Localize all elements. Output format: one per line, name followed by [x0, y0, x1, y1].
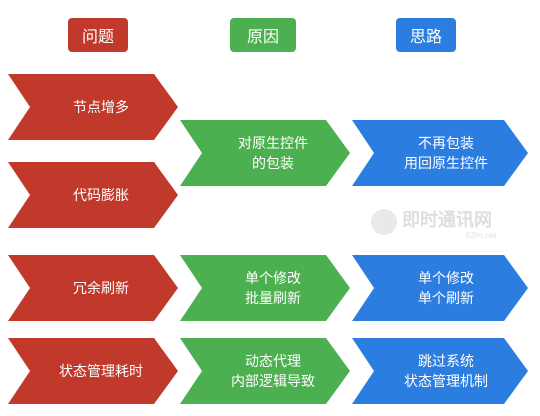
- problem-label: 冗余刷新: [73, 280, 129, 297]
- problem-arrow: [8, 74, 178, 140]
- header-problem: 问题: [68, 18, 128, 52]
- cause-label: 对原生控件的包装: [238, 136, 308, 172]
- problem-label: 节点增多: [73, 99, 129, 116]
- svg-text:即时通讯网: 即时通讯网: [402, 210, 492, 230]
- header-idea: 思路: [396, 18, 456, 52]
- cause-arrow: [180, 338, 350, 404]
- cause-arrow: [180, 255, 350, 321]
- idea-label: 跳过系统状态管理机制: [404, 354, 488, 390]
- idea-arrow: [352, 120, 528, 186]
- idea-label: 单个修改单个刷新: [418, 271, 474, 307]
- problem-label: 代码膨胀: [73, 187, 129, 204]
- svg-text:52im.net: 52im.net: [466, 231, 497, 240]
- problem-arrow: [8, 162, 178, 228]
- idea-arrow: [352, 338, 528, 404]
- problem-arrow: [8, 255, 178, 321]
- idea-label: 不再包装用回原生控件: [404, 136, 488, 172]
- cause-label: 单个修改批量刷新: [245, 271, 301, 307]
- problem-arrow: [8, 338, 178, 404]
- header-cause: 原因: [230, 18, 296, 52]
- cause-label: 动态代理内部逻辑导致: [231, 354, 315, 390]
- cause-arrow: [180, 120, 350, 186]
- idea-arrow: [352, 255, 528, 321]
- problem-label: 状态管理耗时: [59, 364, 143, 380]
